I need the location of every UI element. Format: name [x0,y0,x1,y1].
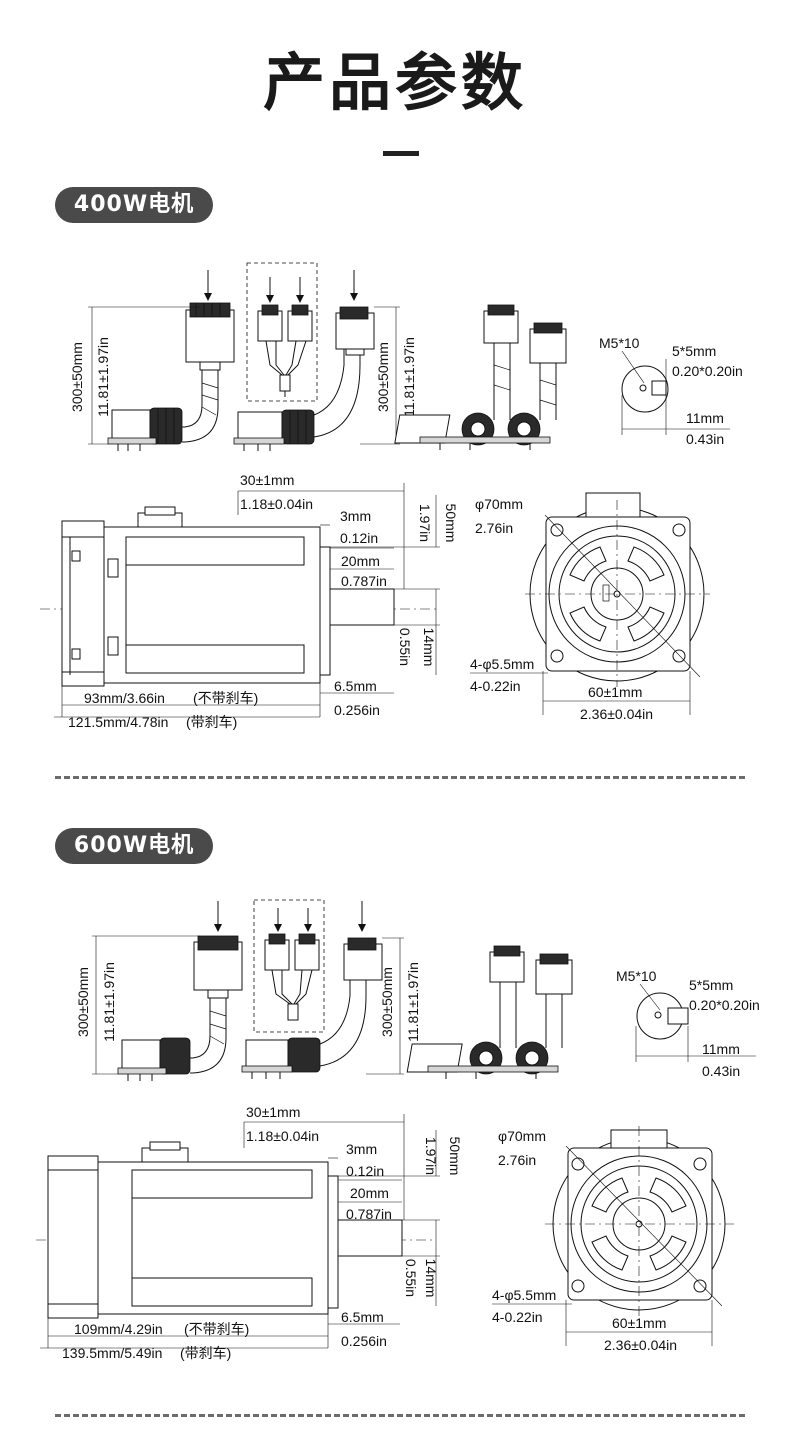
cable-view-motor-b-600: 300±50mm 11.81±1.97in [241,899,421,1079]
page-title: 产品参数 [262,46,527,119]
dim-20-mm: 20mm [341,553,380,569]
length-no-brake-note-600: (不带刹车) [184,1321,249,1337]
cable-view-motor-a-600: 300±50mm 11.81±1.97in [75,901,243,1081]
key-length-in: 0.43in [686,431,724,447]
key-size-in: 0.20*0.20in [672,363,743,379]
dim-14-in-600: 0.55in [403,1259,419,1297]
dim-30-in: 1.18±0.04in [240,496,313,512]
dim-20-mm-600: 20mm [350,1185,389,1201]
holes-mm-600: 4-φ5.5mm [492,1287,556,1303]
cable-length-mm-b-600: 300±50mm [379,967,395,1037]
title-underline [383,151,419,156]
length-no-brake-note: (不带刹车) [193,690,258,706]
dim-14-mm: 14mm [421,628,437,667]
cable-view-perspective [394,304,567,450]
dim-14-mm-600: 14mm [423,1259,439,1298]
flange-mm-600: 60±1mm [612,1315,666,1331]
length-with-brake-note: (带刹车) [186,714,237,730]
length-with-brake-note-600: (带刹车) [180,1345,231,1361]
cable-length-in-a: 11.81±1.97in [95,337,111,417]
cable-view-perspective-600 [406,945,573,1079]
cable-length-mm-b: 300±50mm [375,342,391,412]
key-length-mm-600: 11mm [702,1041,740,1057]
dim-50-mm-600: 50mm [447,1137,463,1176]
key-length-mm: 11mm [686,410,724,426]
motor-600w-drawing: 300±50mm 11.81±1.97in 300±50mm 11.81±1.9… [36,899,760,1361]
dim-20-in: 0.787in [341,573,387,589]
length-with-brake: 121.5mm/4.78in [68,714,168,730]
cable-length-in-b-600: 11.81±1.97in [405,962,421,1042]
dim-14-in: 0.55in [397,628,413,666]
shaft-end-view: M5*10 5*5mm 0.20*0.20in 11mm 0.43in [599,335,743,447]
front-view-600: φ70mm 2.76in 4-φ5.5mm 4-0.22in 60±1mm 2.… [492,1126,734,1353]
holes-mm: 4-φ5.5mm [470,656,534,672]
front-view: φ70mm 2.76in 4-φ5.5mm 4-0.22in 60±1mm 2.… [470,492,710,722]
dim-30-mm: 30±1mm [240,472,294,488]
flange-in: 2.36±0.04in [580,706,653,722]
section-divider-2 [55,1414,745,1417]
pcd-mm-600: φ70mm [498,1128,546,1144]
key-size-mm-600: 5*5mm [689,977,733,993]
key-size-in-600: 0.20*0.20in [689,997,760,1013]
pcd-mm: φ70mm [475,496,523,512]
section-badge-600w: 600W电机 [55,828,213,864]
dim-6-5-in: 0.256in [334,702,380,718]
cable-length-mm-a-600: 300±50mm [75,967,91,1037]
dim-50-in-600: 1.97in [423,1137,439,1175]
dim-20-in-600: 0.787in [346,1206,392,1222]
holes-in-600: 4-0.22in [492,1309,543,1325]
dim-6-5-mm-600: 6.5mm [341,1309,384,1325]
key-length-in-600: 0.43in [702,1063,740,1079]
cable-view-motor-b: 300±50mm 11.81±1.97in [233,262,417,451]
pcd-in-600: 2.76in [498,1152,536,1168]
cable-length-mm-a: 300±50mm [69,342,85,412]
flange-in-600: 2.36±0.04in [604,1337,677,1353]
cable-view-motor-a: 300±50mm 11.81±1.97in [69,270,235,451]
section-badge-400w: 400W电机 [55,187,213,223]
shaft-end-view-600: M5*10 5*5mm 0.20*0.20in 11mm 0.43in [616,968,760,1079]
dim-3-in: 0.12in [340,530,378,546]
length-no-brake-600: 109mm/4.29in [74,1321,163,1337]
dim-50-in: 1.97in [417,504,433,542]
dim-6-5-mm: 6.5mm [334,678,377,694]
dim-3-in-600: 0.12in [346,1163,384,1179]
thread-spec: M5*10 [599,335,640,351]
cable-length-in-a-600: 11.81±1.97in [101,962,117,1042]
dim-3-mm: 3mm [340,508,371,524]
pcd-in: 2.76in [475,520,513,536]
side-view-600: 30±1mm 1.18±0.04in 3mm 0.12in 20mm 0.787… [36,1104,463,1361]
side-view: 30±1mm 1.18±0.04in 3mm 0.12in 20mm 0.787… [40,472,459,730]
dim-30-in-600: 1.18±0.04in [246,1128,319,1144]
cable-length-in-b: 11.81±1.97in [401,337,417,417]
thread-spec-600: M5*10 [616,968,657,984]
flange-mm: 60±1mm [588,684,642,700]
dim-30-mm-600: 30±1mm [246,1104,300,1120]
length-no-brake: 93mm/3.66in [84,690,165,706]
key-size-mm: 5*5mm [672,343,716,359]
motor-400w-drawing: 300±50mm 11.81±1.97in 300±50mm 11.81±1.9… [40,262,743,730]
dim-3-mm-600: 3mm [346,1141,377,1157]
dim-6-5-in-600: 0.256in [341,1333,387,1349]
dim-50-mm: 50mm [443,504,459,543]
holes-in: 4-0.22in [470,678,521,694]
section-divider-1 [55,776,745,779]
length-with-brake-600: 139.5mm/5.49in [62,1345,162,1361]
